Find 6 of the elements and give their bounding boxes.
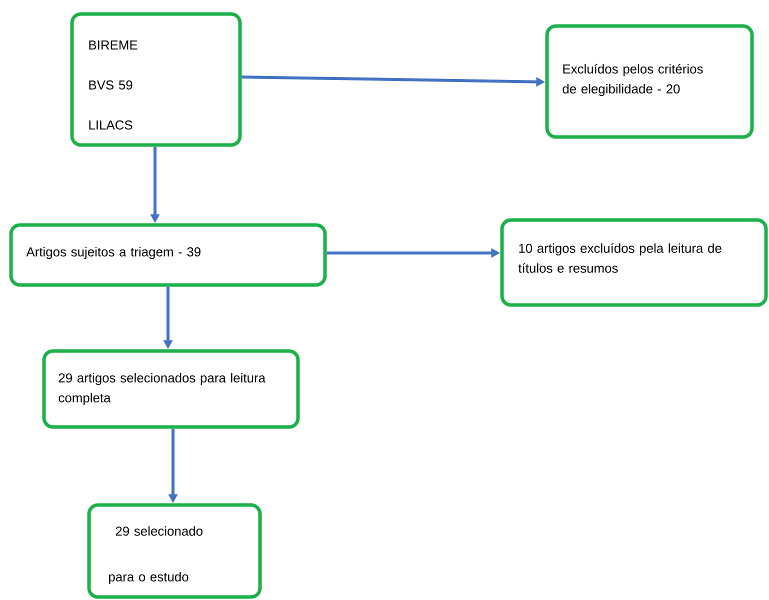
process-box: Artigos sujeitos a triagem - 39 bbox=[9, 223, 327, 287]
process-box: BIREME BVS 59 LILACS bbox=[70, 12, 242, 147]
process-box: Excluídos pelos critérios de elegibilidade - 20 bbox=[545, 24, 754, 139]
process-box: 29 artigos selecionados para leitura completa bbox=[42, 349, 300, 429]
process-box: 10 artigos excluídos pela leitura de títulos e resumos bbox=[500, 218, 768, 307]
process-box: 29 selecionado para o estudo bbox=[87, 503, 262, 599]
